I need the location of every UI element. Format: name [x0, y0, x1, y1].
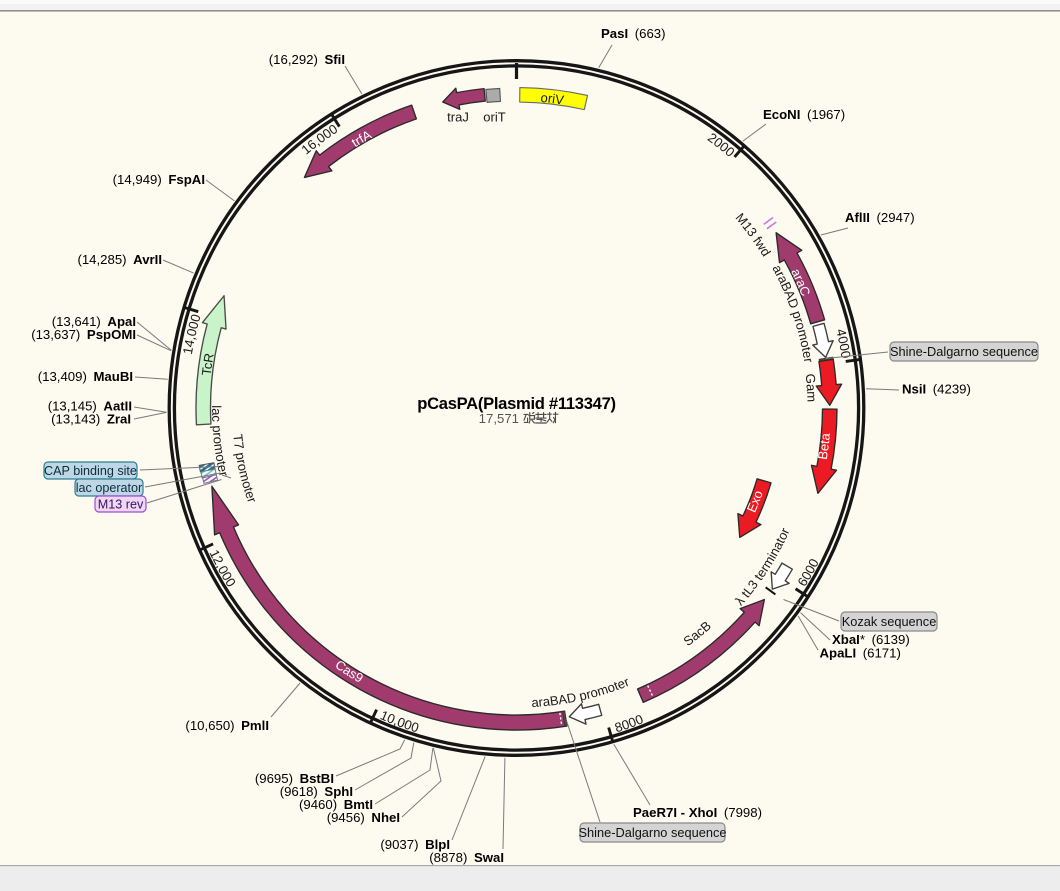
svg-text:(9460) BmtI: (9460) BmtI	[299, 797, 373, 812]
svg-text:TcR: TcR	[199, 352, 217, 376]
svg-text:Kozak sequence: Kozak sequence	[842, 614, 937, 629]
svg-text:ApaLI (6171): ApaLI (6171)	[820, 646, 901, 661]
svg-text:pCasPA(Plasmid #113347): pCasPA(Plasmid #113347)	[417, 394, 615, 413]
svg-text:(14,285) AvrII: (14,285) AvrII	[77, 252, 162, 267]
svg-text:(14,949) FspAI: (14,949) FspAI	[113, 172, 205, 187]
svg-text:(16,292) SfiI: (16,292) SfiI	[269, 52, 345, 67]
svg-text:PaeR7I - XhoI (7998): PaeR7I - XhoI (7998)	[633, 805, 762, 820]
svg-text:CAP binding site: CAP binding site	[44, 464, 137, 478]
svg-text:(10,650) PmlI: (10,650) PmlI	[185, 718, 269, 733]
svg-text:(13,145) AatII: (13,145) AatII	[48, 399, 132, 414]
svg-text:(13,143) ZraI: (13,143) ZraI	[51, 412, 131, 427]
svg-text:(13,637) PspOMI: (13,637) PspOMI	[31, 327, 136, 342]
svg-text:Beta: Beta	[815, 432, 833, 461]
svg-text:lac operator: lac operator	[76, 481, 143, 495]
svg-text:traJ: traJ	[447, 110, 469, 125]
svg-text:AflII (2947): AflII (2947)	[845, 210, 915, 225]
svg-text:Gam: Gam	[803, 373, 820, 402]
svg-text:4000: 4000	[833, 327, 853, 359]
svg-text:(8878) SwaI: (8878) SwaI	[429, 850, 504, 865]
svg-text:17,571: 17,571	[479, 411, 519, 426]
svg-text:EcoNI (1967): EcoNI (1967)	[763, 107, 845, 122]
svg-text:(9695) BstBI: (9695) BstBI	[255, 771, 334, 786]
svg-text:M13 rev: M13 rev	[98, 498, 144, 512]
svg-text:Shine-Dalgarno sequence: Shine-Dalgarno sequence	[579, 825, 727, 840]
svg-text:oriT: oriT	[483, 110, 505, 125]
svg-text:NsiI (4239): NsiI (4239)	[902, 382, 971, 397]
svg-text:Shine-Dalgarno sequence: Shine-Dalgarno sequence	[890, 344, 1038, 359]
svg-text:(9618) SphI: (9618) SphI	[280, 784, 353, 799]
svg-text:PasI (663): PasI (663)	[601, 26, 666, 41]
svg-text:(9456) NheI: (9456) NheI	[327, 810, 400, 825]
svg-text:(9037) BlpI: (9037) BlpI	[380, 837, 450, 852]
svg-text:oriV: oriV	[540, 90, 565, 108]
svg-text:(13,409) MauBI: (13,409) MauBI	[38, 369, 133, 384]
svg-text:(13,641) ApaI: (13,641) ApaI	[52, 314, 136, 329]
svg-text:XbaI* (6139): XbaI* (6139)	[832, 632, 910, 647]
